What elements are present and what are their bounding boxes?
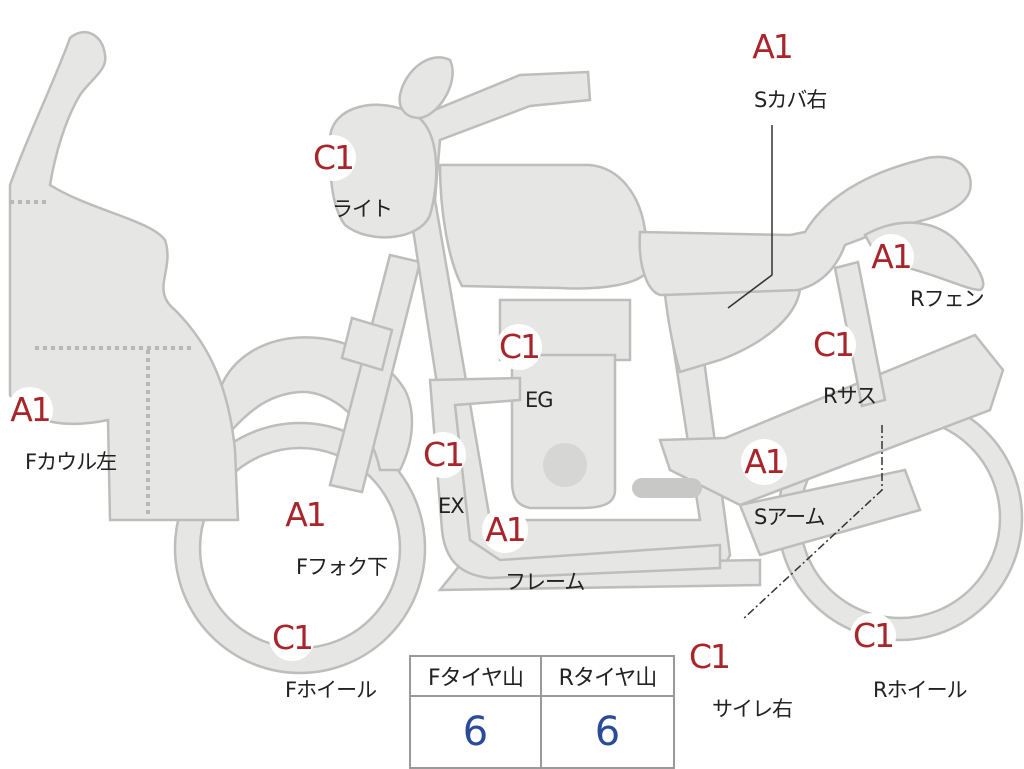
grade-badge-front-fork: A1 bbox=[282, 492, 328, 538]
label-silencer: サイレ右 bbox=[712, 697, 793, 721]
front-cowl-shape bbox=[8, 31, 240, 522]
label-side-cover: Sカバ右 bbox=[754, 88, 827, 112]
label-front-fork: Fフォク下 bbox=[296, 555, 388, 579]
tire-tread-table: Fタイヤ山 Rタイヤ山 6 6 bbox=[409, 655, 675, 769]
grade-badge-engine: C1 bbox=[496, 324, 542, 370]
rear-shock-shape bbox=[833, 260, 887, 408]
label-exhaust: EX bbox=[438, 494, 465, 518]
front-tire-tread-value: 6 bbox=[411, 697, 542, 767]
mirror-shape bbox=[398, 56, 454, 120]
seat-shape bbox=[638, 155, 972, 297]
grade-badge-rear-shock: C1 bbox=[810, 322, 856, 368]
grade-badge-front-cowl: A1 bbox=[7, 387, 53, 433]
side-cover-shape bbox=[663, 288, 802, 374]
label-swing-arm: Sアーム bbox=[754, 505, 825, 529]
label-front-cowl: Fカウル左 bbox=[25, 450, 117, 474]
silencer-leader bbox=[741, 425, 883, 621]
grade-badge-frame: A1 bbox=[482, 507, 528, 553]
grade-badge-swing-arm: A1 bbox=[741, 439, 787, 485]
rear-tire-tread-header: Rタイヤ山 bbox=[542, 657, 673, 697]
engine-cover-shape bbox=[543, 443, 587, 487]
footpeg-shape bbox=[632, 478, 702, 498]
grade-badge-front-wheel: C1 bbox=[269, 615, 315, 661]
label-rear-wheel: Rホイール bbox=[873, 678, 968, 702]
fork-boot-shape bbox=[340, 316, 394, 372]
grade-badge-rear-wheel: C1 bbox=[850, 613, 896, 659]
engine-case-shape bbox=[510, 353, 617, 510]
grade-badge-side-cover: A1 bbox=[749, 24, 795, 70]
grade-badge-headlight: C1 bbox=[310, 135, 356, 181]
label-engine: EG bbox=[525, 388, 554, 412]
grade-badge-silencer: C1 bbox=[686, 634, 732, 680]
label-frame: フレーム bbox=[505, 570, 585, 594]
side-cover-leader bbox=[727, 125, 773, 309]
fuel-tank-shape bbox=[438, 163, 650, 290]
headlight-shape bbox=[328, 103, 438, 239]
rear-tire-tread-value: 6 bbox=[594, 709, 621, 755]
label-rear-shock: Rサス bbox=[823, 384, 877, 408]
label-rear-fender: Rフェン bbox=[910, 287, 985, 311]
muffler-shape bbox=[738, 468, 922, 557]
front-tire-tread-header: Fタイヤ山 bbox=[411, 657, 542, 697]
grade-badge-rear-fender: A1 bbox=[868, 234, 914, 280]
grade-badge-exhaust: C1 bbox=[420, 432, 466, 478]
label-headlight: ライト bbox=[332, 197, 393, 221]
label-front-wheel: Fホイール bbox=[285, 678, 377, 702]
